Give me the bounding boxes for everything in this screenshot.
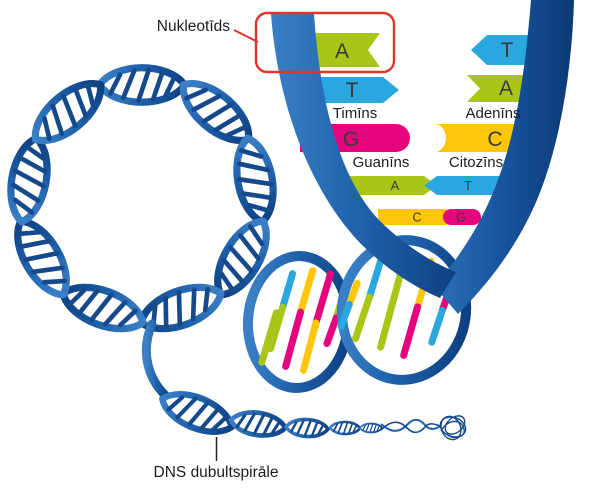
base-letter-guanine-small: G (456, 211, 466, 225)
base-letter-thymine-right: T (501, 39, 514, 62)
banner-adenine-left: A (300, 33, 380, 67)
base-letter-adenine-right: A (499, 77, 513, 100)
unwound-helix-colored (242, 235, 472, 393)
base-rungs-left-bubble (258, 267, 348, 374)
banner-pair-cytosine-guanine: C G (378, 209, 481, 225)
coil-to-tail-strand (141, 319, 173, 403)
left-strand-ribbon (271, 14, 456, 298)
helix-label: DNS dubultspirāle (154, 464, 279, 481)
label-adenine: Adenīns (465, 105, 520, 122)
dna-coil (5, 68, 280, 339)
colored-bubble-left (242, 251, 354, 393)
strand-tangle-ball (439, 415, 467, 441)
banner-thymine-left: T (300, 77, 399, 103)
helix-annotation: DNS dubultspirāle (154, 437, 279, 481)
dna-tail-helix (141, 319, 467, 443)
nucleotide-leader-line (233, 29, 259, 43)
base-letter-thymine-left: T (346, 79, 359, 102)
base-letter-guanine-left: G (343, 128, 359, 151)
label-thymine: Timīns (333, 105, 377, 122)
base-letter-adenine-left: A (335, 40, 349, 63)
label-cytosine: Citozīns (449, 154, 503, 171)
thin-strand-squiggle (380, 418, 441, 434)
base-letter-adenine-small: A (391, 178, 400, 193)
nucleotide-highlight-box (254, 11, 396, 74)
label-guanine: Guanīns (353, 154, 410, 171)
base-letter-cytosine-right: C (487, 128, 502, 151)
banner-pair-adenine-thymine: A T (340, 176, 510, 195)
nucleotide-label: Nukleotīds (157, 18, 230, 35)
right-strand-ribbon (434, 0, 574, 314)
base-letter-thymine-small: T (464, 178, 472, 193)
base-letter-cytosine-small: C (412, 211, 421, 225)
nucleotide-annotation: Nukleotīds (157, 11, 396, 74)
